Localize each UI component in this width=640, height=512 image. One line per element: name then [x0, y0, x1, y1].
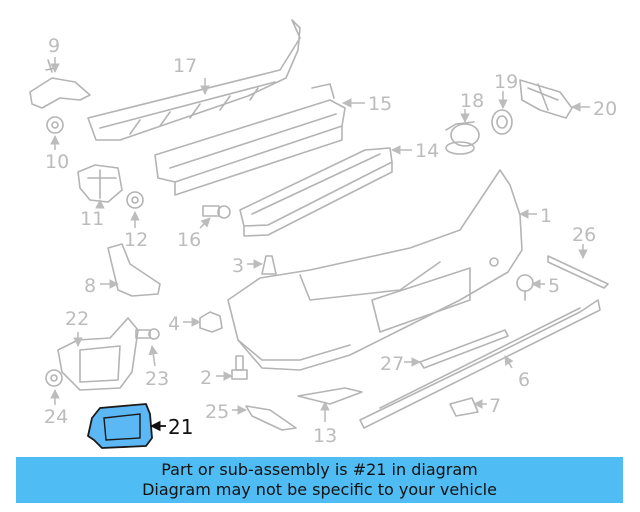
callout-16: 16 [177, 229, 201, 251]
part-16-bolt [202, 205, 231, 219]
callout-26: 26 [572, 224, 596, 246]
callout-12: 12 [124, 229, 148, 251]
banner-line-1: Part or sub-assembly is #21 in diagram [161, 460, 478, 479]
callout-labels: 17 15 14 9 10 11 12 16 18 19 20 1 26 5 6… [44, 35, 617, 447]
callout-7: 7 [489, 395, 501, 417]
part-24-nut [45, 369, 63, 387]
callout-24: 24 [44, 406, 68, 428]
part-12-nut [126, 191, 144, 209]
part-11-bracket [77, 164, 123, 203]
callout-2: 2 [200, 367, 212, 389]
part-18-sensor [445, 121, 480, 155]
callout-20: 20 [593, 98, 617, 120]
part-21-bracket-highlighted [87, 403, 153, 449]
part-3-clip [261, 255, 277, 275]
part-9-bracket [29, 59, 91, 109]
part-1-bumper-cover [227, 169, 523, 371]
banner-line-2: Diagram may not be specific to your vehi… [142, 480, 497, 499]
callout-8: 8 [84, 275, 96, 297]
part-26-molding [547, 255, 609, 289]
part-22-bracket [57, 317, 139, 391]
callout-4: 4 [168, 313, 180, 335]
callout-23: 23 [145, 368, 169, 390]
callout-9: 9 [48, 35, 60, 57]
part-17-impact-bar [87, 19, 301, 141]
callout-1: 1 [540, 205, 552, 227]
part-23-bolt [135, 328, 160, 340]
callout-18: 18 [460, 90, 484, 112]
callout-17: 17 [173, 55, 197, 77]
part-14-absorber [239, 147, 393, 237]
info-banner: Part or sub-assembly is #21 in diagram D… [16, 457, 623, 503]
callout-19: 19 [494, 71, 518, 93]
callout-22: 22 [65, 308, 89, 330]
part-7-bracket [449, 397, 479, 417]
part-2-bolt [231, 355, 248, 380]
part-20-bracket [519, 79, 573, 119]
part-5-sensor [516, 274, 534, 301]
part-8-bracket [107, 243, 161, 297]
part-25-reflector [245, 405, 297, 431]
part-15-absorber [154, 83, 346, 196]
callout-14: 14 [415, 140, 439, 162]
callout-6: 6 [518, 369, 530, 391]
callout-27: 27 [380, 353, 404, 375]
part-19-retainer [491, 109, 513, 135]
callout-15: 15 [368, 93, 392, 115]
part-6-valance [359, 299, 601, 429]
callout-13: 13 [313, 425, 337, 447]
callout-25: 25 [205, 401, 229, 423]
callout-11: 11 [80, 208, 104, 230]
callout-21: 21 [168, 415, 193, 439]
part-13-reflector [297, 387, 363, 405]
callout-leaders [50, 57, 590, 432]
callout-5: 5 [548, 275, 560, 297]
part-10-nut [46, 116, 64, 134]
callout-10: 10 [45, 151, 69, 173]
part-4-clip [199, 311, 223, 333]
callout-3: 3 [232, 255, 244, 277]
part-27-molding [419, 329, 509, 369]
